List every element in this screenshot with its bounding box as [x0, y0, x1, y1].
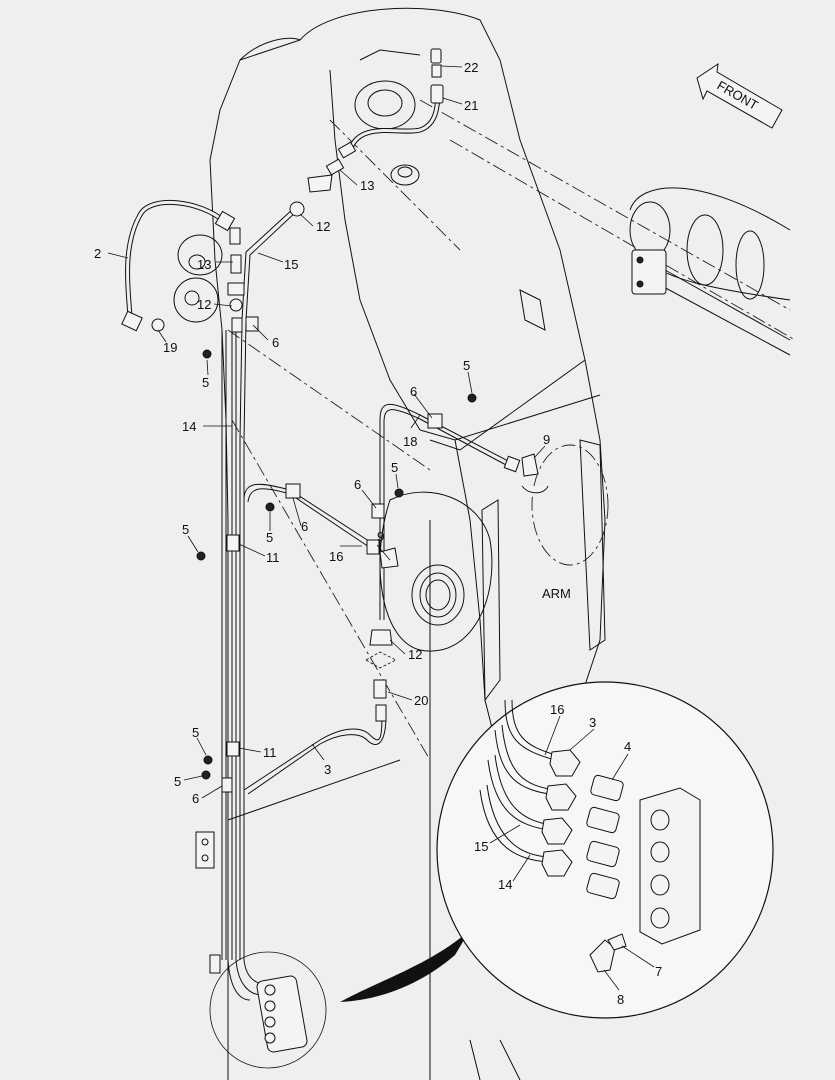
callout-16: 16: [329, 549, 343, 564]
callout-5: 5: [463, 358, 470, 373]
callout-5: 5: [182, 522, 189, 537]
callout-12: 12: [408, 647, 422, 662]
callout-12: 12: [197, 297, 211, 312]
callout-21: 21: [464, 98, 478, 113]
detail-callout-8: 8: [617, 992, 624, 1007]
callout-14: 14: [182, 419, 196, 434]
callout-19: 19: [163, 340, 177, 355]
callout-5: 5: [202, 375, 209, 390]
arm-structure: [173, 7, 796, 1080]
callout-6: 6: [192, 791, 199, 806]
callout-6: 6: [410, 384, 417, 399]
detail-callout-7: 7: [655, 964, 662, 979]
callout-5: 5: [391, 460, 398, 475]
detail-callout-4: 4: [624, 739, 631, 754]
callout-22: 22: [464, 60, 478, 75]
callout-2: 2: [94, 246, 101, 261]
callout-6: 6: [354, 477, 361, 492]
callout-18: 18: [403, 434, 417, 449]
quick-coupler-small: [209, 951, 327, 1069]
hydraulic-lines: [125, 87, 511, 960]
detail-callout-14: 14: [498, 877, 512, 892]
callout-3: 3: [324, 762, 331, 777]
callout-13: 13: [360, 178, 374, 193]
detail-pointer: [340, 930, 470, 1002]
callout-11: 11: [266, 550, 280, 565]
callout-20: 20: [414, 693, 428, 708]
arm-label: ARM: [542, 586, 571, 601]
callout-5: 5: [192, 725, 199, 740]
detail-callout-15: 15: [474, 839, 488, 854]
callout-13: 13: [197, 257, 211, 272]
front-direction-arrow: FRONT: [696, 62, 783, 129]
detail-callout-3: 3: [589, 715, 596, 730]
boom-cylinder: [629, 187, 791, 356]
callout-5: 5: [266, 530, 273, 545]
callout-12: 12: [316, 219, 330, 234]
detail-callout-16: 16: [550, 702, 564, 717]
callout-15: 15: [284, 257, 298, 272]
callout-9: 9: [543, 432, 550, 447]
callout-labels: 22 21 13 12 2 13 15 12 19 6 5 14 5 6 18 …: [94, 60, 662, 1007]
callout-5: 5: [174, 774, 181, 789]
callout-11: 11: [263, 745, 277, 760]
leader-lines: [107, 65, 655, 991]
callout-9: 9: [377, 529, 384, 544]
detail-view: [436, 681, 774, 1019]
callout-6: 6: [301, 519, 308, 534]
fittings: [121, 48, 549, 974]
callout-6: 6: [272, 335, 279, 350]
